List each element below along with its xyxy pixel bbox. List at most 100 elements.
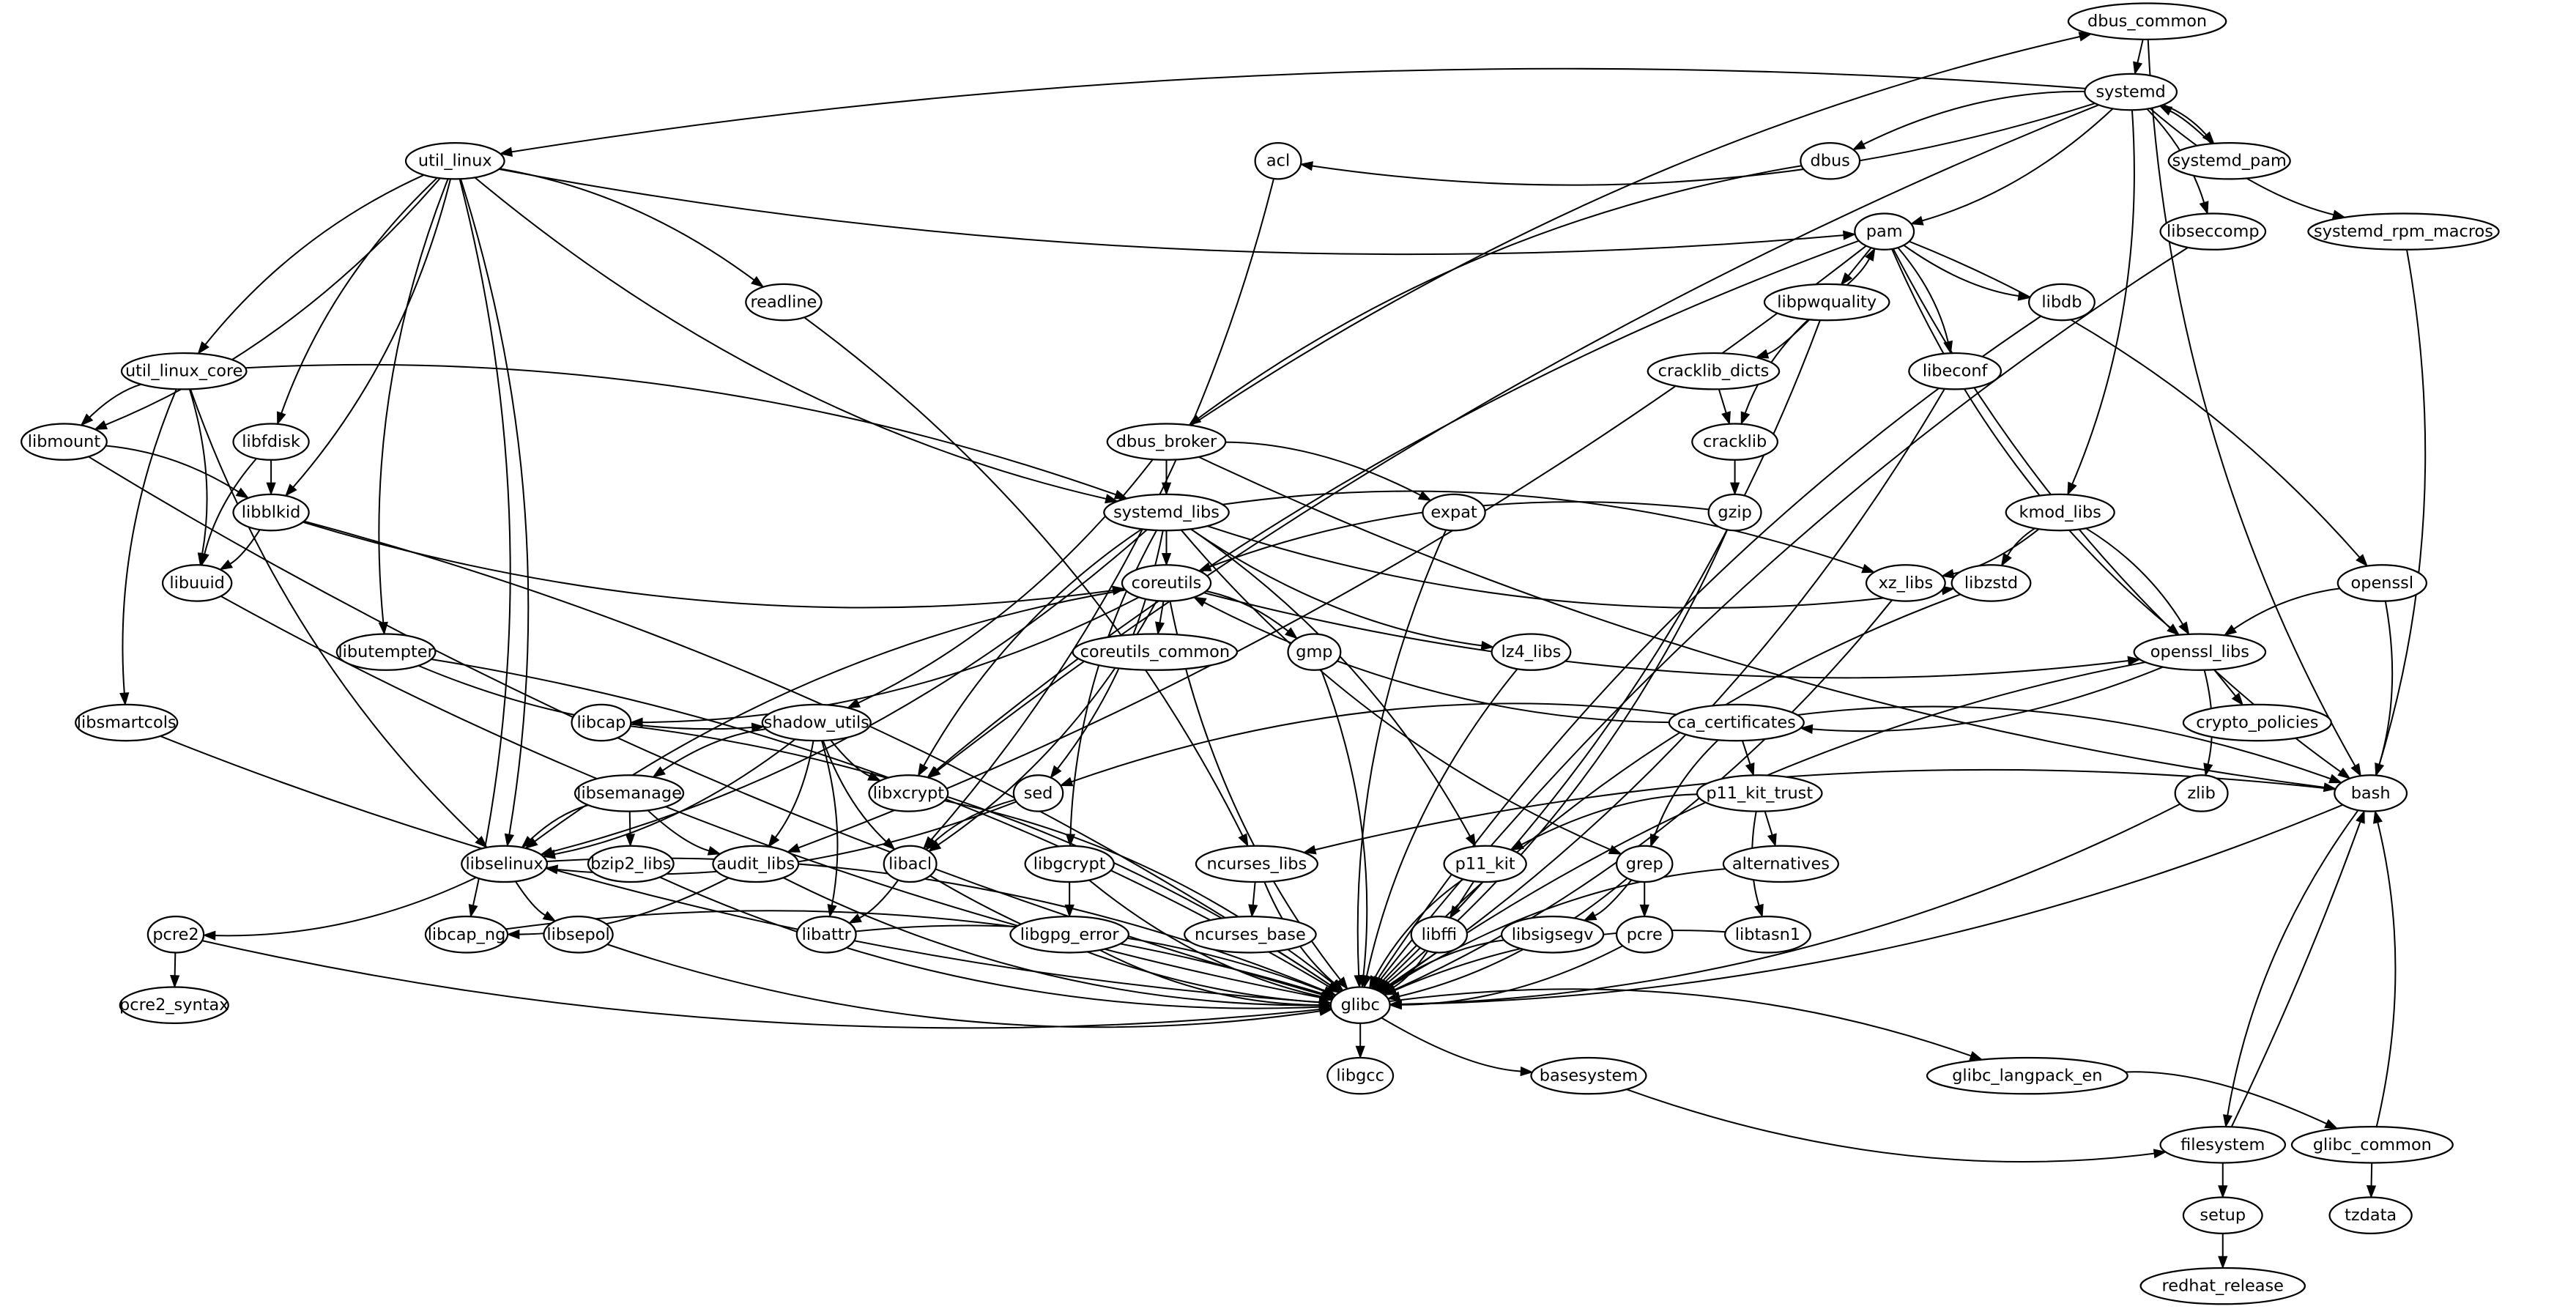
node-libattr[interactable]: libattr xyxy=(795,916,857,954)
edge-line xyxy=(1401,803,2181,1005)
node-label: libdb xyxy=(2041,293,2082,312)
node-setup[interactable]: setup xyxy=(2182,1196,2263,1234)
node-util_linux[interactable]: util_linux xyxy=(404,141,505,180)
node-coreutils[interactable]: coreutils xyxy=(1121,564,1212,602)
node-libuuid[interactable]: libuuid xyxy=(161,564,233,602)
node-crypto_policies[interactable]: crypto_policies xyxy=(2182,703,2332,742)
node-redhat_release[interactable]: redhat_release xyxy=(2139,1267,2306,1305)
node-shape xyxy=(120,352,248,390)
node-libtasn1[interactable]: libtasn1 xyxy=(1724,916,1811,954)
arrowhead-icon xyxy=(1064,904,1074,918)
node-kmod_libs[interactable]: kmod_libs xyxy=(2005,493,2115,532)
edge-line xyxy=(105,445,240,493)
node-shadow_utils[interactable]: shadow_utils xyxy=(761,703,872,742)
node-openssl_libs[interactable]: openssl_libs xyxy=(2133,633,2267,671)
node-alternatives[interactable]: alternatives xyxy=(1722,845,1840,883)
node-p11_kit_trust[interactable]: p11_kit_trust xyxy=(1696,774,1823,812)
edge-p11_kit_trust-to-alternatives xyxy=(1764,811,1777,848)
edge-dbus_common-to-systemd xyxy=(2133,39,2144,75)
node-ncurses_libs[interactable]: ncurses_libs xyxy=(1195,845,1318,883)
node-glibc_common[interactable]: glibc_common xyxy=(2290,1125,2454,1164)
node-pcre2[interactable]: pcre2 xyxy=(146,916,205,954)
node-cracklib[interactable]: cracklib xyxy=(1691,423,1779,461)
node-glibc[interactable]: glibc xyxy=(1329,986,1391,1024)
node-shape xyxy=(232,493,310,532)
node-util_linux_core[interactable]: util_linux_core xyxy=(120,352,248,390)
node-shape xyxy=(1908,352,2002,390)
node-libgcrypt[interactable]: libgcrypt xyxy=(1024,845,1115,883)
node-bzip2_libs[interactable]: bzip2_libs xyxy=(587,845,675,883)
node-libsmartcols[interactable]: libsmartcols xyxy=(75,703,179,742)
node-libutempter[interactable]: libutempter xyxy=(335,633,437,671)
node-ncurses_base[interactable]: ncurses_base xyxy=(1184,916,1317,954)
node-dbus_common[interactable]: dbus_common xyxy=(2067,2,2227,40)
edge-line xyxy=(1252,881,1256,905)
edge-util_linux-to-readline xyxy=(500,168,765,288)
node-systemd[interactable]: systemd xyxy=(2084,73,2178,111)
node-libzstd[interactable]: libzstd xyxy=(1950,564,2032,602)
node-readline[interactable]: readline xyxy=(745,283,823,322)
node-grep[interactable]: grep xyxy=(1615,845,1674,883)
node-libblkid[interactable]: libblkid xyxy=(232,493,310,532)
node-dbus_broker[interactable]: dbus_broker xyxy=(1106,423,1227,461)
node-libsemanage[interactable]: libsemanage xyxy=(574,774,685,812)
arrowhead-icon xyxy=(2000,552,2012,567)
node-filesystem[interactable]: filesystem xyxy=(2159,1125,2287,1164)
edge-line xyxy=(642,596,1140,724)
node-acl[interactable]: acl xyxy=(1254,141,1302,180)
node-systemd_rpm_macros[interactable]: systemd_rpm_macros xyxy=(2307,212,2500,251)
node-systemd_libs[interactable]: systemd_libs xyxy=(1103,493,1230,532)
node-coreutils_common[interactable]: coreutils_common xyxy=(1072,633,1239,671)
node-libdb[interactable]: libdb xyxy=(2027,283,2096,322)
node-libxcrypt[interactable]: libxcrypt xyxy=(868,774,949,812)
arrowhead-icon xyxy=(846,698,861,709)
node-libfdisk[interactable]: libfdisk xyxy=(232,423,310,461)
node-xz_libs[interactable]: xz_libs xyxy=(1865,564,1946,602)
node-audit_libs[interactable]: audit_libs xyxy=(712,845,800,883)
node-dbus[interactable]: dbus xyxy=(1800,141,1861,180)
node-cracklib_dicts[interactable]: cracklib_dicts xyxy=(1647,352,1781,390)
node-shape xyxy=(571,703,632,742)
edge-libblkid-to-coreutils xyxy=(302,521,1126,609)
node-libffi[interactable]: libffi xyxy=(1410,916,1469,954)
node-libgpg_error[interactable]: libgpg_error xyxy=(1009,916,1130,954)
node-sed[interactable]: sed xyxy=(1012,774,1064,812)
node-label: pcre xyxy=(1627,925,1663,944)
node-systemd_pam[interactable]: systemd_pam xyxy=(2167,141,2291,180)
node-glibc_langpack_en[interactable]: glibc_langpack_en xyxy=(1926,1056,2128,1095)
node-pcre2_syntax[interactable]: pcre2_syntax xyxy=(119,986,229,1024)
node-tzdata[interactable]: tzdata xyxy=(2328,1196,2413,1234)
node-libcap_ng[interactable]: libcap_ng xyxy=(424,916,509,954)
node-expat[interactable]: expat xyxy=(1422,493,1486,532)
edge-line xyxy=(1401,945,1623,1006)
node-shape xyxy=(1668,703,1805,742)
edge-basesystem-to-filesystem xyxy=(1626,1089,2167,1163)
node-libsepol[interactable]: libsepol xyxy=(543,916,614,954)
edge-line xyxy=(1846,258,1871,286)
edge-libmount-to-libblkid xyxy=(105,445,250,499)
node-libseccomp[interactable]: libseccomp xyxy=(2159,212,2267,251)
node-basesystem[interactable]: basesystem xyxy=(1530,1056,1647,1095)
node-libpwquality[interactable]: libpwquality xyxy=(1763,283,1890,322)
node-shape xyxy=(1854,212,1915,251)
node-bash[interactable]: bash xyxy=(2334,774,2408,812)
node-openssl[interactable]: openssl xyxy=(2336,564,2428,602)
node-libsigsegv[interactable]: libsigsegv xyxy=(1500,916,1605,954)
node-gmp[interactable]: gmp xyxy=(1287,633,1342,671)
node-libacl[interactable]: libacl xyxy=(883,845,938,883)
edge-line xyxy=(1071,702,1677,783)
edge-shadow_utils-to-audit_libs xyxy=(768,741,814,848)
node-libeconf[interactable]: libeconf xyxy=(1908,352,2002,390)
node-libselinux[interactable]: libselinux xyxy=(461,845,549,883)
node-p11_kit[interactable]: p11_kit xyxy=(1443,845,1527,883)
node-pcre[interactable]: pcre xyxy=(1615,916,1674,954)
node-pam[interactable]: pam xyxy=(1854,212,1915,251)
node-gzip[interactable]: gzip xyxy=(1707,493,1762,532)
node-zlib[interactable]: zlib xyxy=(2174,774,2229,812)
node-lz4_libs[interactable]: lz4_libs xyxy=(1491,633,1572,671)
node-ca_certificates[interactable]: ca_certificates xyxy=(1668,703,1805,742)
node-libcap[interactable]: libcap xyxy=(571,703,632,742)
node-libgcc[interactable]: libgcc xyxy=(1326,1056,1395,1095)
node-libmount[interactable]: libmount xyxy=(21,423,108,461)
edge-util_linux_core-to-systemd_libs xyxy=(245,363,1128,500)
